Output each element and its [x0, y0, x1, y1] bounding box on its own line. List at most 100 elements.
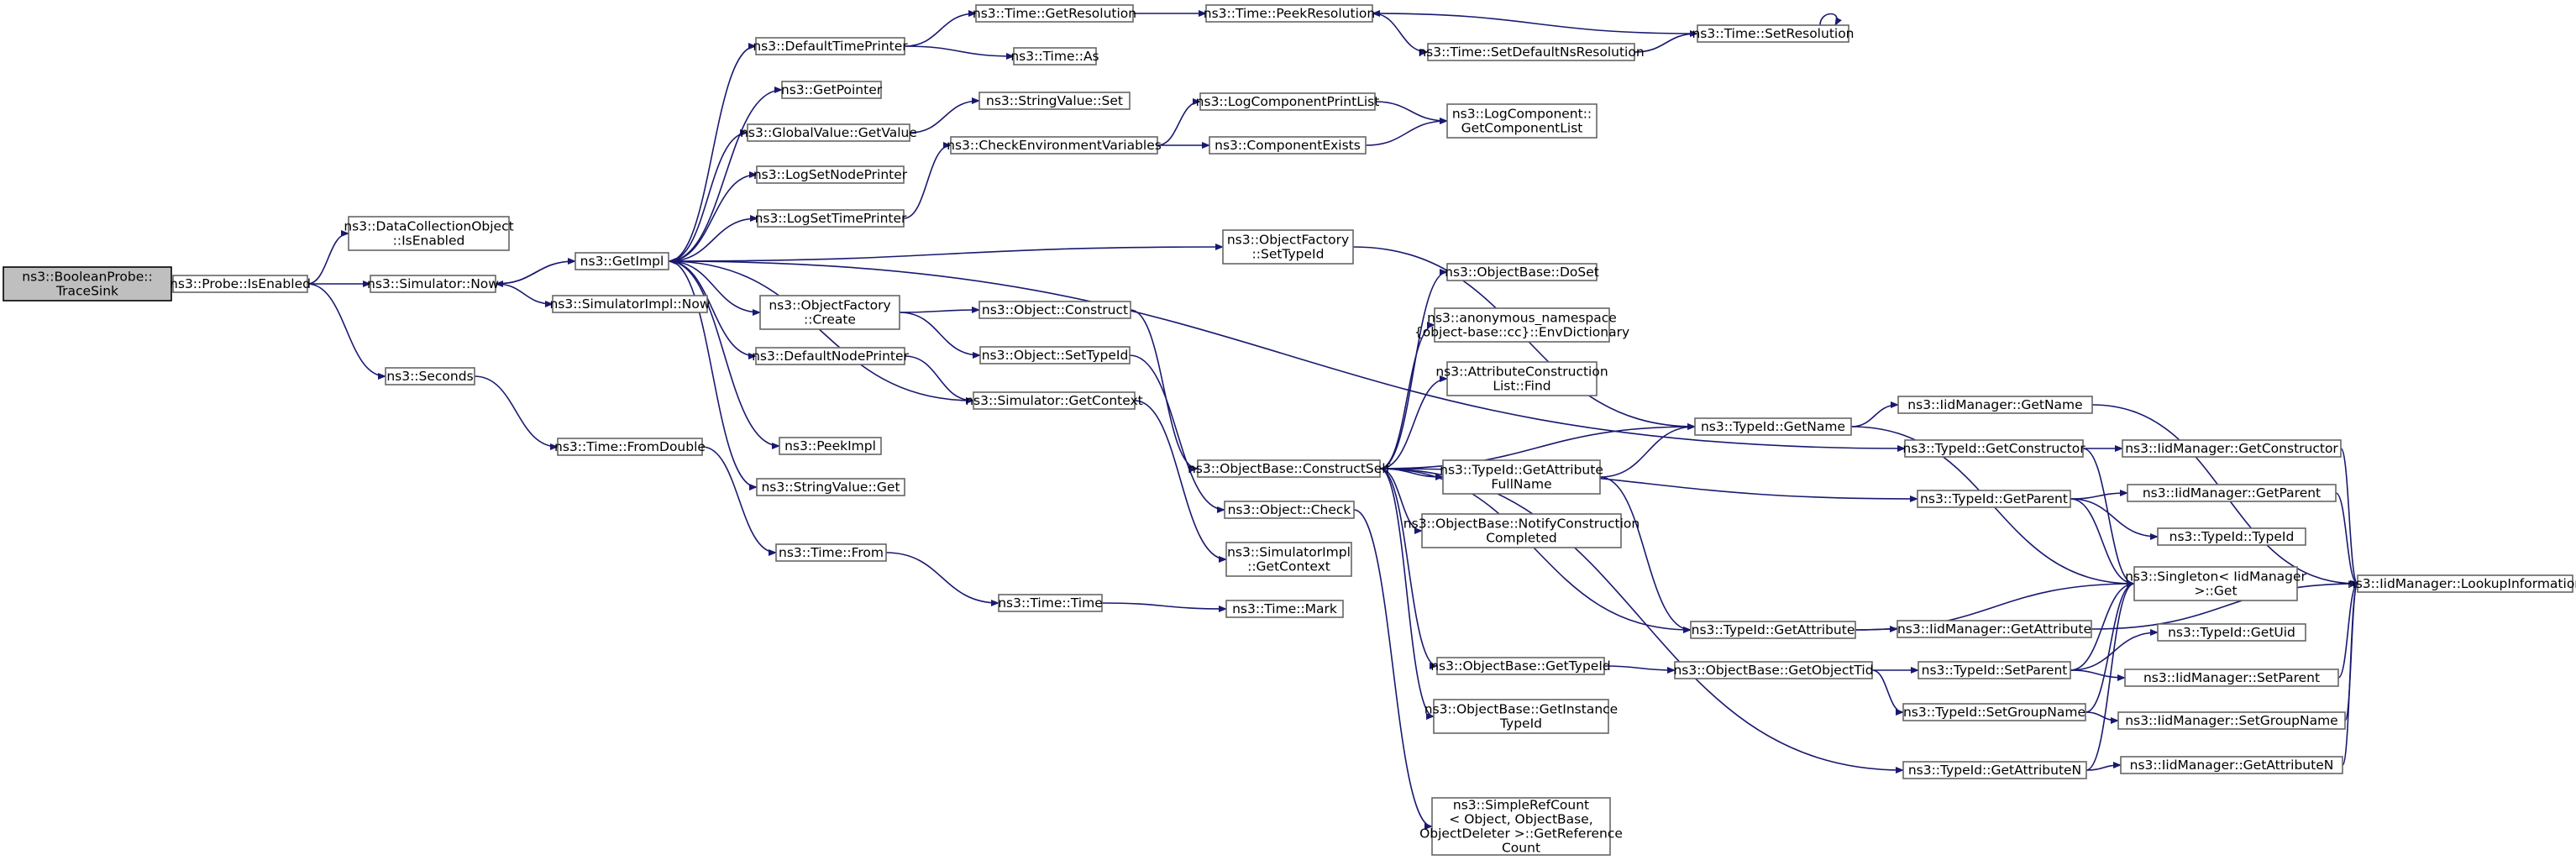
node-iid-set-parent[interactable]: ns3::IidManager::SetParent [2124, 669, 2339, 687]
node-label: ns3::BooleanProbe:: [22, 270, 152, 285]
node-log-set-node-printer[interactable]: ns3::LogSetNodePrinter [753, 165, 908, 184]
node-time-from-double[interactable]: ns3::Time::FromDouble [554, 438, 706, 456]
node-sim-impl-now[interactable]: ns3::SimulatorImpl::Now [549, 295, 711, 313]
node-label: ns3::ObjectBase::GetInstance [1424, 702, 1618, 717]
edge-construct-self-to-notify-construction-completed [1379, 468, 1423, 534]
edge-time-from-to-time-time [885, 552, 999, 606]
node-iid-lookup-information[interactable]: ns3::IidManager::LookupInformation [2348, 574, 2576, 593]
node-iid-get-attribute-n[interactable]: ns3::IidManager::GetAttributeN [2120, 756, 2343, 774]
node-get-object-tid[interactable]: ns3::ObjectBase::GetObjectTid [1673, 661, 1874, 679]
node-boolean-probe[interactable]: ns3::BooleanProbe::TraceSink [3, 266, 172, 302]
node-label: ns3::GetImpl [580, 254, 664, 269]
node-label: ns3::DefaultNodePrinter [752, 349, 909, 364]
node-box [385, 367, 475, 385]
node-type-id-get-constructor[interactable]: ns3::TypeId::GetConstructor [1902, 439, 2085, 458]
node-label: ns3::ObjectBase::NotifyConstruction [1403, 517, 1640, 532]
node-label: ns3::SimpleRefCount [1453, 798, 1589, 813]
node-iid-get-name[interactable]: ns3::IidManager::GetName [1897, 396, 2093, 414]
node-object-base-do-set[interactable]: ns3::ObjectBase::DoSet [1445, 263, 1599, 281]
node-type-id-get-parent[interactable]: ns3::TypeId::GetParent [1917, 490, 2071, 508]
node-label: ns3::GetPointer [781, 82, 883, 97]
node-notify-construction-completed[interactable]: ns3::ObjectBase::NotifyConstructionCompl… [1403, 513, 1640, 548]
node-time-peek-resolution[interactable]: ns3::Time::PeekResolution [1204, 4, 1375, 23]
node-type-id-get-attribute-n[interactable]: ns3::TypeId::GetAttributeN [1902, 761, 2087, 779]
node-box [2133, 566, 2298, 601]
node-time-as[interactable]: ns3::Time::As [1010, 47, 1099, 66]
node-component-exists[interactable]: ns3::ComponentExists [1209, 136, 1367, 155]
node-label: ::IsEnabled [393, 233, 465, 249]
node-type-id-type-id[interactable]: ns3::TypeId::TypeId [2157, 527, 2306, 546]
node-sim-now[interactable]: ns3::Simulator::Now [367, 275, 499, 293]
node-box [973, 391, 1136, 410]
node-label: ns3::IidManager::GetAttribute [1897, 621, 2091, 637]
node-time-set-resolution[interactable]: ns3::Time::SetResolution [1692, 24, 1855, 43]
node-log-set-time-printer[interactable]: ns3::LogSetTimePrinter [755, 209, 907, 228]
node-object-base-get-type-id[interactable]: ns3::ObjectBase::GetTypeId [1430, 657, 1611, 675]
node-box [1224, 501, 1355, 519]
node-sim-get-context[interactable]: ns3::Simulator::GetContext [965, 391, 1143, 410]
node-construct-self[interactable]: ns3::ObjectBase::ConstructSelf [1188, 459, 1391, 478]
node-box [1225, 600, 1344, 618]
node-label: ns3::Object::SetTypeId [982, 348, 1129, 363]
node-time-from[interactable]: ns3::Time::From [775, 543, 887, 562]
node-box [998, 594, 1103, 612]
node-type-id-set-group-name[interactable]: ns3::TypeId::SetGroupName [1902, 703, 2086, 721]
node-type-id-get-attribute[interactable]: ns3::TypeId::GetAttribute [1690, 621, 1856, 639]
node-label: ns3::StringValue::Get [761, 480, 900, 495]
node-label: ns3::Object::Check [1228, 502, 1351, 517]
node-sim-impl-get-context[interactable]: ns3::SimulatorImpl::GetContext [1225, 542, 1352, 577]
edge-get-impl-to-log-set-node-printer [668, 171, 758, 262]
node-log-component-print-list[interactable]: ns3::LogComponentPrintList [1196, 92, 1380, 111]
node-type-id-get-name[interactable]: ns3::TypeId::GetName [1694, 417, 1852, 436]
node-object-set-type-id[interactable]: ns3::Object::SetTypeId [979, 346, 1131, 364]
node-label: ns3::LogSetNodePrinter [753, 167, 908, 182]
node-global-value-get-value[interactable]: ns3::GlobalValue::GetValue [740, 123, 917, 142]
node-time-time[interactable]: ns3::Time::Time [998, 594, 1103, 612]
node-box [1442, 459, 1601, 495]
node-box [370, 275, 496, 293]
node-time-mark[interactable]: ns3::Time::Mark [1225, 600, 1344, 618]
node-iid-get-attribute[interactable]: ns3::IidManager::GetAttribute [1897, 620, 2092, 638]
node-label: ns3::Time::Time [998, 595, 1103, 611]
node-check-environment-variables[interactable]: ns3::CheckEnvironmentVariables [947, 136, 1162, 155]
edge-iid-get-constructor-to-iid-lookup-information [2340, 448, 2358, 587]
node-time-set-default-ns-resolution[interactable]: ns3::Time::SetDefaultNsResolution [1418, 43, 1645, 61]
node-label: ns3::DefaultTimePrinter [753, 39, 908, 54]
node-type-id-get-uid[interactable]: ns3::TypeId::GetUid [2157, 623, 2306, 642]
node-object-construct[interactable]: ns3::Object::Construct [978, 301, 1131, 319]
node-default-node-printer[interactable]: ns3::DefaultNodePrinter [752, 347, 910, 365]
node-log-component-get-component-list[interactable]: ns3::LogComponent::GetComponentList [1446, 103, 1598, 139]
node-seconds[interactable]: ns3::Seconds [385, 367, 475, 385]
node-box [1918, 661, 2071, 679]
node-box [1902, 703, 2086, 721]
node-default-time-printer[interactable]: ns3::DefaultTimePrinter [753, 37, 908, 55]
node-object-factory-set-type-id[interactable]: ns3::ObjectFactory::SetTypeId [1222, 229, 1354, 265]
node-iid-get-parent[interactable]: ns3::IidManager::GetParent [2127, 484, 2337, 502]
node-get-pointer[interactable]: ns3::GetPointer [781, 81, 883, 99]
node-string-value-set[interactable]: ns3::StringValue::Set [978, 92, 1131, 110]
node-peek-impl[interactable]: ns3::PeekImpl [779, 437, 882, 455]
node-iid-get-constructor[interactable]: ns3::IidManager::GetConstructor [2122, 439, 2342, 458]
node-string-value-get[interactable]: ns3::StringValue::Get [756, 478, 905, 496]
node-simple-ref-count[interactable]: ns3::SimpleRefCount< Object, ObjectBase,… [1419, 797, 1623, 856]
node-object-factory-create[interactable]: ns3::ObjectFactory::Create [759, 295, 900, 330]
node-dcois-enabled[interactable]: ns3::DataCollectionObject::IsEnabled [344, 216, 514, 251]
node-singleton-get[interactable]: ns3::Singleton< IidManager>::Get [2125, 566, 2307, 601]
node-box [1197, 459, 1381, 478]
node-label: ns3::IidManager::SetGroupName [2125, 713, 2337, 728]
node-object-check[interactable]: ns3::Object::Check [1224, 501, 1355, 519]
node-label: ns3::TypeId::GetAttributeN [1908, 763, 2081, 778]
node-type-id-set-parent[interactable]: ns3::TypeId::SetParent [1918, 661, 2071, 679]
node-probe-is-enabled[interactable]: ns3::Probe::IsEnabled [170, 275, 311, 293]
edge-get-impl-to-default-time-printer [668, 43, 757, 262]
edge-get-impl-to-log-set-time-printer [668, 215, 758, 262]
node-iid-set-group-name[interactable]: ns3::IidManager::SetGroupName [2117, 711, 2346, 730]
node-label: ns3::TypeId::SetParent [1922, 663, 2068, 678]
node-get-impl[interactable]: ns3::GetImpl [574, 252, 669, 270]
node-env-dictionary[interactable]: ns3::anonymous_namespace{object-base::cc… [1414, 307, 1629, 343]
node-time-get-resolution[interactable]: ns3::Time::GetResolution [973, 4, 1136, 23]
